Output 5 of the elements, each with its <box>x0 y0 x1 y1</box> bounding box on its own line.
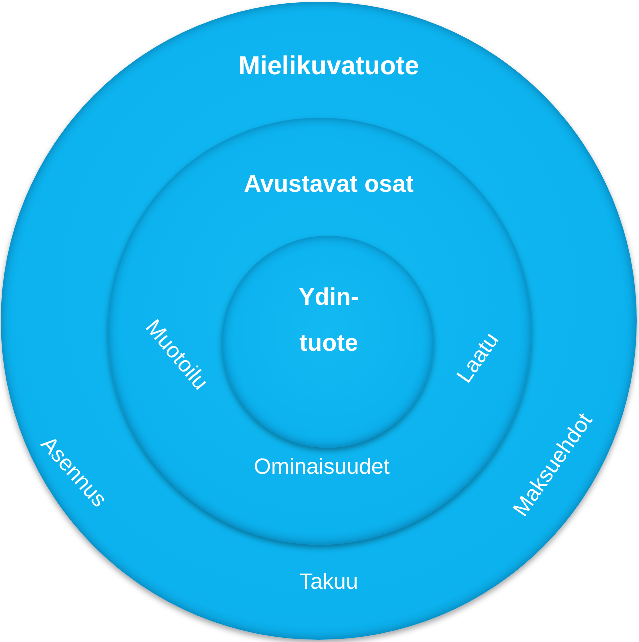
circle-title: Avustavat osat <box>244 171 414 199</box>
ring-label: Takuu <box>300 569 358 595</box>
circle-title: Ydin- tuote <box>298 283 360 359</box>
circle-title: Mielikuvatuote <box>238 50 420 82</box>
ring-label: Ominaisuudet <box>254 454 390 480</box>
